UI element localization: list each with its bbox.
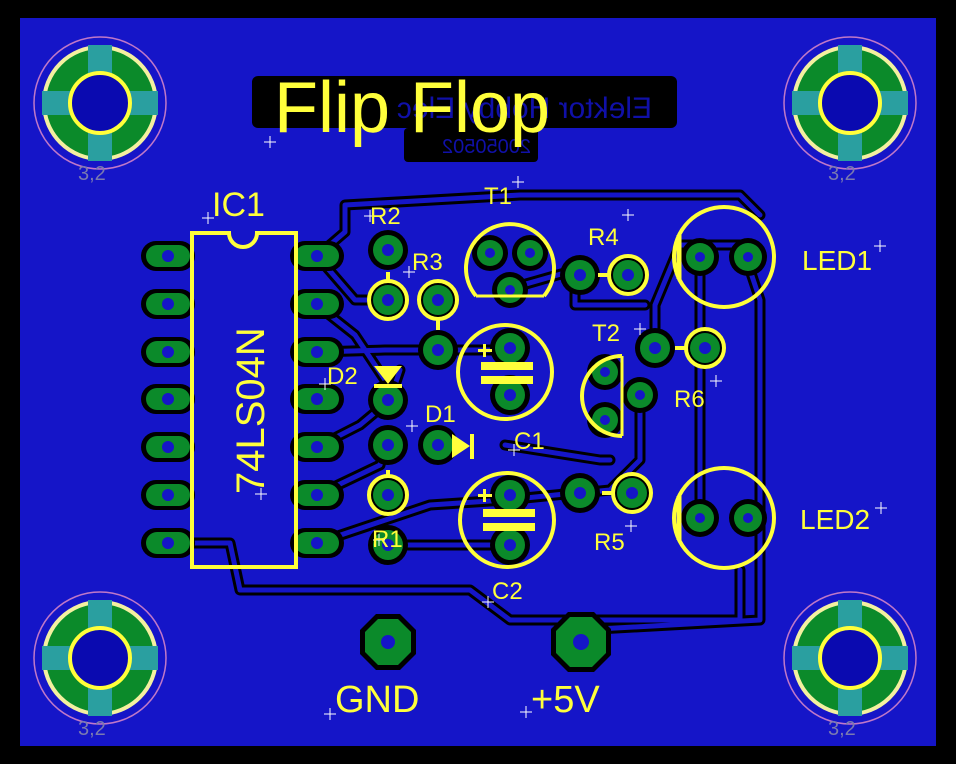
hole-label-bl: 3,2	[78, 718, 106, 740]
r2-label: R2	[370, 203, 401, 230]
mounting-hole-top-left: 3,2	[33, 36, 167, 185]
ic1-label: IC1	[212, 186, 265, 224]
c1-label: C1	[514, 428, 545, 455]
t2-label: T2	[592, 320, 620, 347]
t1-label: T1	[484, 183, 512, 210]
mounting-hole-bottom-right: 3,2	[783, 591, 917, 740]
led2-label: LED2	[800, 504, 870, 535]
r6-label: R6	[674, 386, 705, 413]
hidden-date-text: 20050502	[442, 136, 531, 158]
mounting-hole-bottom-left: 3,2	[33, 591, 167, 740]
title-backing	[252, 76, 677, 128]
r3-label: R3	[412, 249, 443, 276]
hole-label-br: 3,2	[828, 718, 856, 740]
r1-label: R1	[372, 526, 403, 553]
ic1-part-label: 74LS04N	[229, 327, 273, 494]
r5-label: R5	[594, 529, 625, 556]
component-pads	[368, 230, 767, 565]
gnd-pad	[360, 614, 416, 670]
origin-markers	[202, 136, 887, 720]
vcc-pad	[551, 612, 611, 672]
vcc-label: +5V	[531, 679, 600, 721]
hole-label-tr: 3,2	[828, 163, 856, 185]
r4-label: R4	[588, 224, 619, 251]
capacitor-symbols	[478, 344, 535, 531]
led1-label: LED1	[802, 245, 872, 276]
d1-label: D1	[425, 401, 456, 428]
c2-label: C2	[492, 578, 523, 605]
silkscreen-layer	[367, 205, 776, 570]
date-backing	[404, 128, 538, 162]
ic1-outline	[190, 231, 298, 569]
mounting-hole-top-right: 3,2	[783, 36, 917, 185]
board-title: Flip Flop	[274, 68, 550, 148]
d2-label: D2	[327, 363, 358, 390]
gnd-label: GND	[335, 679, 419, 721]
hole-label-tl: 3,2	[78, 163, 106, 185]
hidden-brand-text: Elektor Hobby Elec	[397, 92, 652, 125]
ic1-pads	[141, 241, 344, 558]
diode-symbols	[374, 366, 474, 459]
